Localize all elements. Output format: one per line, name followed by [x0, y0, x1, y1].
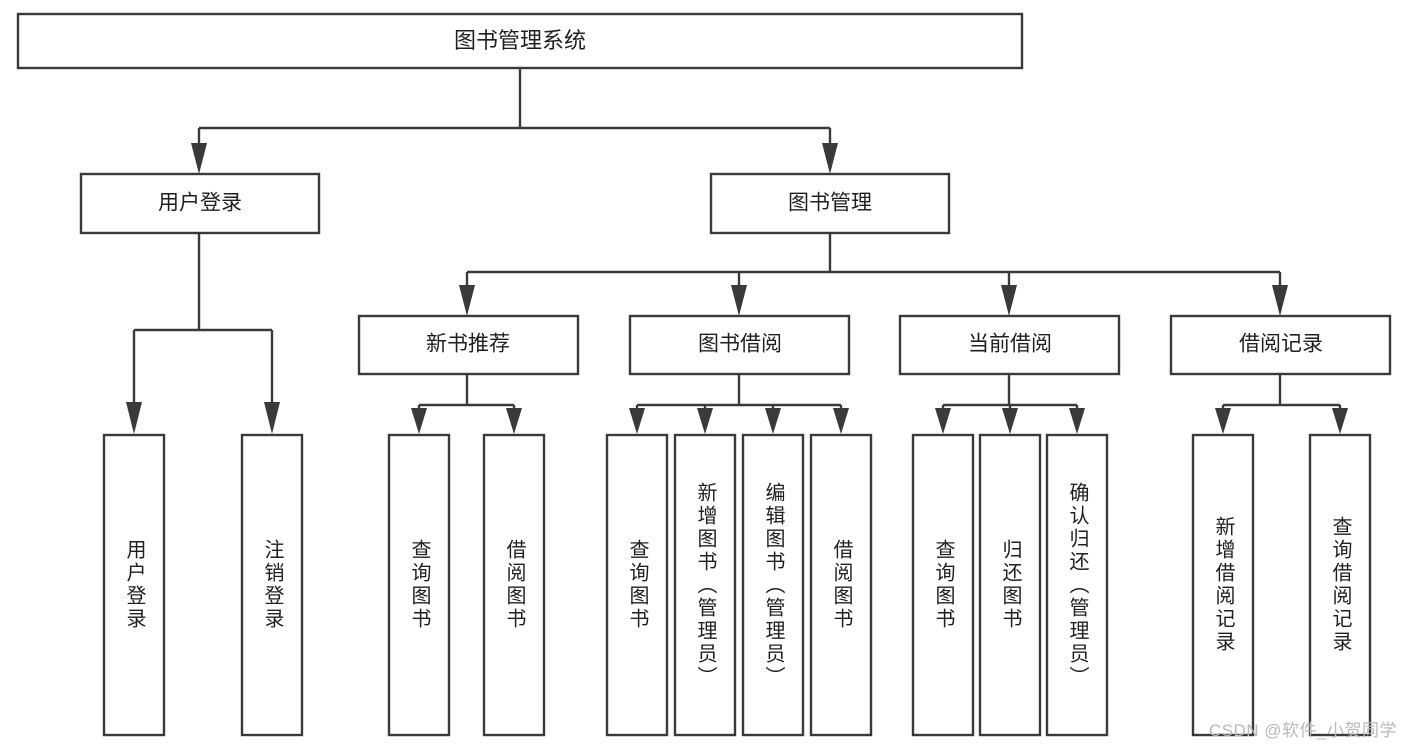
connector-layer	[126, 68, 1348, 434]
arrow-head-leaf-borrowrecord-1	[1215, 408, 1231, 434]
node-new-book-recommend-box[interactable]	[357, 314, 580, 376]
leaf-box-currentborrow-query[interactable]	[911, 433, 975, 737]
leaf-box-borrowrecord-add[interactable]	[1191, 433, 1255, 737]
node-borrow-record-label: 借阅记录	[1239, 333, 1323, 356]
leaf-box-borrowrecord-query[interactable]	[1308, 433, 1372, 737]
node-book-borrow-label: 图书借阅	[698, 333, 782, 356]
leaf-box-user-login-logout[interactable]	[240, 433, 304, 737]
node-root-label: 图书管理系统	[454, 28, 586, 53]
arrow-head-leaf-bookborrow-1	[629, 408, 645, 434]
leaf-box-bookborrow-edit[interactable]	[741, 433, 805, 737]
node-root-box[interactable]	[16, 12, 1024, 70]
arrow-head-leaf-currentborrow-1	[935, 408, 951, 434]
arrow-head-leaf-currentborrow-2	[1002, 408, 1018, 434]
leaf-box-bookborrow-query[interactable]	[605, 433, 669, 737]
arrow-head-book-borrow	[731, 285, 747, 316]
leaf-box-newbook-borrow[interactable]	[482, 433, 546, 737]
arrow-head-leaf-currentborrow-3	[1069, 408, 1085, 434]
node-book-management-label: 图书管理	[788, 192, 872, 215]
arrow-head-borrow-record	[1272, 285, 1288, 316]
node-new-book-recommend-label: 新书推荐	[426, 333, 510, 356]
arrow-head-current-borrow	[1001, 285, 1017, 316]
leaf-box-currentborrow-return[interactable]	[978, 433, 1042, 737]
arrow-head-leaf-newbook-2	[506, 408, 522, 434]
arrow-head-leaf-bookborrow-3	[765, 408, 781, 434]
arrow-head-leaf-borrowrecord-2	[1332, 408, 1348, 434]
arrow-head-book-mgmt	[822, 143, 838, 174]
node-current-borrow-label: 当前借阅	[968, 333, 1052, 356]
arrow-head-leaf-newbook-1	[411, 408, 427, 434]
arrow-head-new-book	[459, 285, 475, 316]
arrow-head-leaf-bookborrow-4	[833, 408, 849, 434]
node-borrow-record-box[interactable]	[1169, 314, 1392, 376]
node-current-borrow-box[interactable]	[898, 314, 1121, 376]
leaf-box-bookborrow-borrow[interactable]	[809, 433, 873, 737]
arrow-head-leaf-user-login-1	[126, 402, 142, 434]
watermark-text: CSDN @软件_小贺同学	[1208, 721, 1397, 740]
node-book-borrow-box[interactable]	[628, 314, 851, 376]
leaf-box-currentborrow-confirm[interactable]	[1045, 433, 1109, 737]
node-book-management-box[interactable]	[709, 172, 951, 235]
leaf-box-user-login-login[interactable]	[102, 433, 166, 737]
leaf-box-bookborrow-add[interactable]	[673, 433, 737, 737]
leaf-box-newbook-query[interactable]	[387, 433, 451, 737]
node-user-login-label: 用户登录	[158, 192, 242, 215]
arrow-head-user-login	[191, 143, 207, 174]
node-user-login-box[interactable]	[79, 172, 321, 235]
arrow-head-leaf-bookborrow-2	[697, 408, 713, 434]
node-layer: 图书管理系统 用户登录 图书管理 新书推荐 图书借阅 当前借阅 借阅记录	[16, 12, 1392, 737]
arrow-head-leaf-user-login-2	[264, 402, 280, 434]
